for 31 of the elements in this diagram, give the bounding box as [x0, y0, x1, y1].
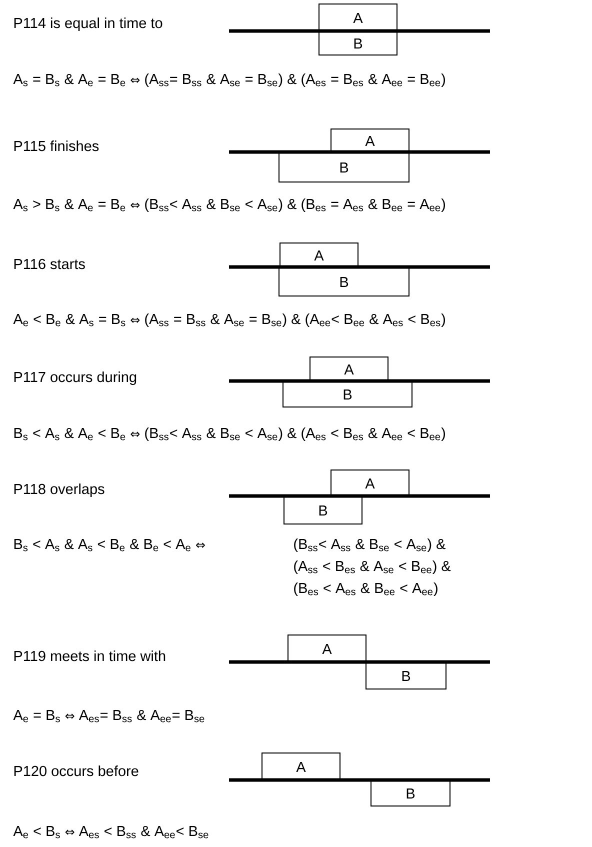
- interval-box: A: [330, 128, 410, 154]
- relation-heading: P119 meets in time with: [14, 650, 166, 662]
- formula-text: A$_{e}$ = B$_{s}$ ⇔ A$_{es}$= B$_{ss}$ & A$_{ee}$= B$_{se}$: [13, 710, 204, 722]
- interval-box: B: [278, 152, 410, 183]
- interval-box: B: [284, 496, 362, 524]
- formula-text: A$_{e}$ < B$_{s}$ ⇔ A$_{es}$ < B$_{ss}$ & A$_{ee}$< B$_{se}$: [13, 826, 208, 838]
- interval-box: A: [280, 242, 358, 268]
- formula-text: (B$_{ss}$< A$_{ss}$ & B$_{se}$ < A$_{se}$) &: [294, 538, 446, 552]
- relation-heading: P120 occurs before: [14, 766, 138, 776]
- formula-text: B$_{s}$ < A$_{s}$ & A$_{s}$ < B$_{e}$ & B$_{e}$ < A$_{e}$ ⇔: [14, 538, 205, 552]
- interval-box: B: [282, 382, 412, 408]
- interval-box: B: [278, 268, 410, 296]
- relation-heading: P115 finishes: [14, 140, 99, 152]
- interval-box: A: [288, 634, 366, 664]
- interval-box: B: [318, 32, 398, 56]
- formula-text: A$_{e}$ < B$_{e}$ & A$_{s}$ = B$_{s}$ ⇔ (A$_{ss}$ = B$_{ss}$ & A$_{se}$ = B$_{se}$) & (A$_{ee}$< B$_{ee}$ & A$_{es}$ < B$_{es}$): [13, 314, 445, 328]
- interval-box: B: [366, 662, 446, 690]
- formula-text: B$_{s}$ < A$_{s}$ & A$_{e}$ < B$_{e}$ ⇔ (B$_{ss}$< A$_{ss}$ & B$_{se}$ < A$_{se}$) & (A$_{es}$ < B$_{es}$ & A$_{ee}$ < B$_{ee}$): [14, 428, 445, 442]
- relation-heading: P117 occurs during: [14, 372, 136, 386]
- formula-text: (B$_{es}$ < A$_{es}$ & B$_{ee}$ < A$_{ee}$): [294, 582, 438, 596]
- interval-box: A: [310, 356, 388, 382]
- relation-heading: P116 starts: [14, 258, 85, 270]
- interval-box: A: [318, 4, 398, 33]
- interval-box: A: [330, 470, 410, 498]
- formula-text: A$_{s}$ > B$_{s}$ & A$_{e}$ = B$_{e}$ ⇔ (B$_{ss}$< A$_{ss}$ & B$_{se}$ < A$_{se}$) & (B$_{es}$ = A$_{es}$ & B$_{ee}$ = A$_{ee}$): [13, 198, 445, 212]
- formula-text: A$_{s}$ = B$_{s}$ & A$_{e}$ = B$_{e}$ ⇔ (A$_{ss}$= B$_{ss}$ & A$_{se}$ = B$_{se}$) & (A$_{es}$ = B$_{es}$ & A$_{ee}$ = B$_{ee}$): [13, 74, 445, 88]
- interval-box: A: [262, 752, 340, 782]
- relation-heading: P114 is equal in time to: [14, 18, 162, 32]
- formula-text: (A$_{ss}$ < B$_{es}$ & A$_{se}$ < B$_{ee}$) &: [294, 560, 451, 574]
- interval-box: B: [370, 780, 450, 806]
- relation-heading: P118 overlaps: [14, 484, 104, 498]
